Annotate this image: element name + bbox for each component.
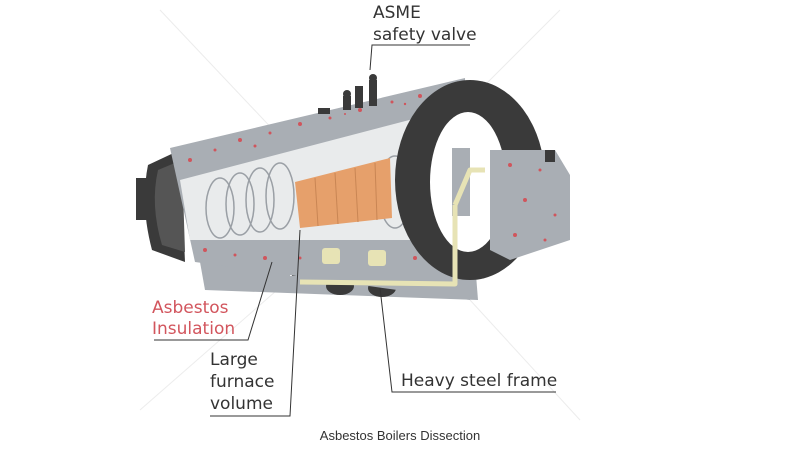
boiler-shell: [170, 74, 470, 300]
safety-valve-label-line1: ASME: [373, 3, 421, 23]
furnace-chamber: [295, 158, 392, 228]
pipe-valves: [322, 248, 386, 266]
frame-label: Heavy steel frame: [401, 371, 558, 391]
furnace-ribs: [314, 162, 378, 227]
furnace-label-line3: volume: [210, 394, 273, 414]
safety-valve-label-line2: safety valve: [373, 25, 477, 45]
insulation-label-line2: Insulation: [152, 319, 236, 339]
safety-valves: [318, 74, 377, 114]
figure-caption: Asbestos Boilers Dissection: [319, 428, 481, 443]
fuel-pipes: [299, 167, 485, 287]
burner-assembly: [490, 150, 570, 260]
insulation-label-line1: Asbestos: [152, 298, 229, 318]
furnace-label-line1: Large: [210, 350, 258, 370]
rear-door: [136, 150, 185, 262]
furnace-label-line2: furnace: [210, 372, 275, 392]
leader-lines: [154, 44, 556, 417]
